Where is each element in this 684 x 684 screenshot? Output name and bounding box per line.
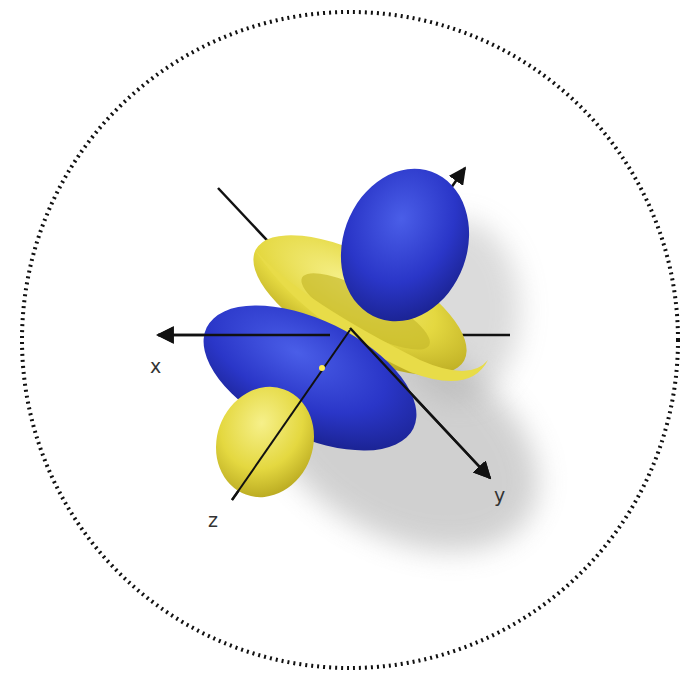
blue-lobe [320, 150, 490, 339]
yellow-lobe [201, 373, 330, 511]
z-axis-label: z [208, 511, 218, 530]
border-circle [22, 12, 678, 668]
x-axis-label: x [150, 357, 161, 376]
y-axis-label: y [494, 486, 505, 505]
